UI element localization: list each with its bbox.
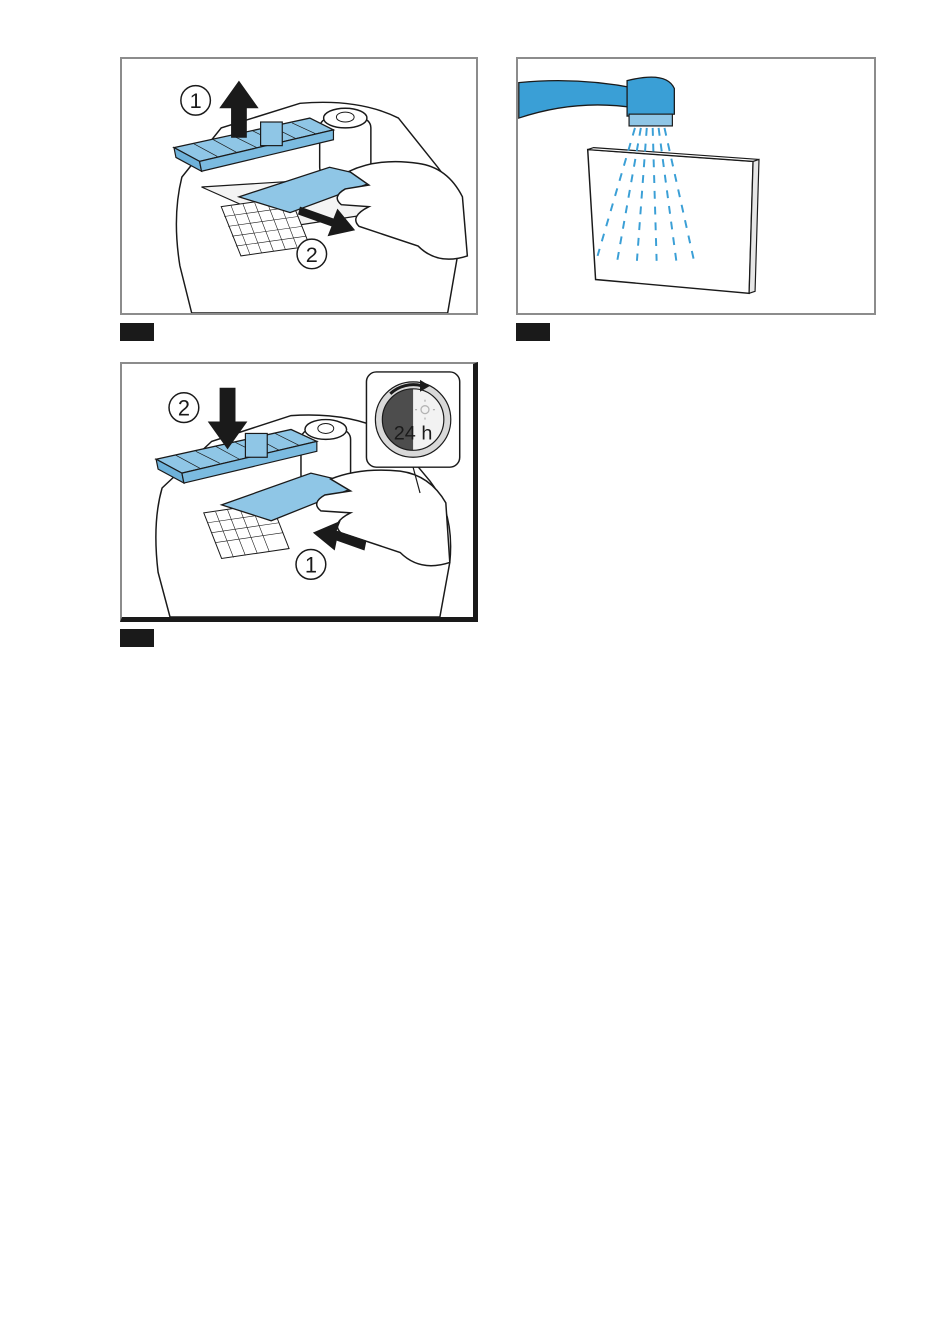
step-marker-1: 1 (296, 550, 326, 580)
remove-filter-illustration: 1 2 (122, 59, 476, 313)
svg-text:2: 2 (178, 396, 190, 421)
svg-text:2: 2 (306, 242, 318, 267)
figure-rinse-filter (516, 57, 876, 315)
figure-reinsert-filter: 2 1 24 h (120, 362, 478, 622)
step-marker-2: 2 (297, 239, 327, 269)
svg-text:1: 1 (305, 552, 317, 577)
figure-remove-filter: 1 2 (120, 57, 478, 315)
svg-text:1: 1 (190, 88, 202, 113)
reinsert-filter-illustration: 2 1 24 h (122, 364, 473, 617)
step-marker-1: 1 (181, 86, 211, 116)
figure-tag (120, 323, 154, 341)
filter-mat (588, 150, 753, 294)
tap-icon (519, 77, 675, 126)
figure-tag (120, 629, 154, 647)
figure-tag (516, 323, 550, 341)
step-marker-2: 2 (169, 393, 199, 423)
dry-time-label: 24 h (394, 422, 433, 444)
rinse-filter-illustration (518, 59, 874, 313)
